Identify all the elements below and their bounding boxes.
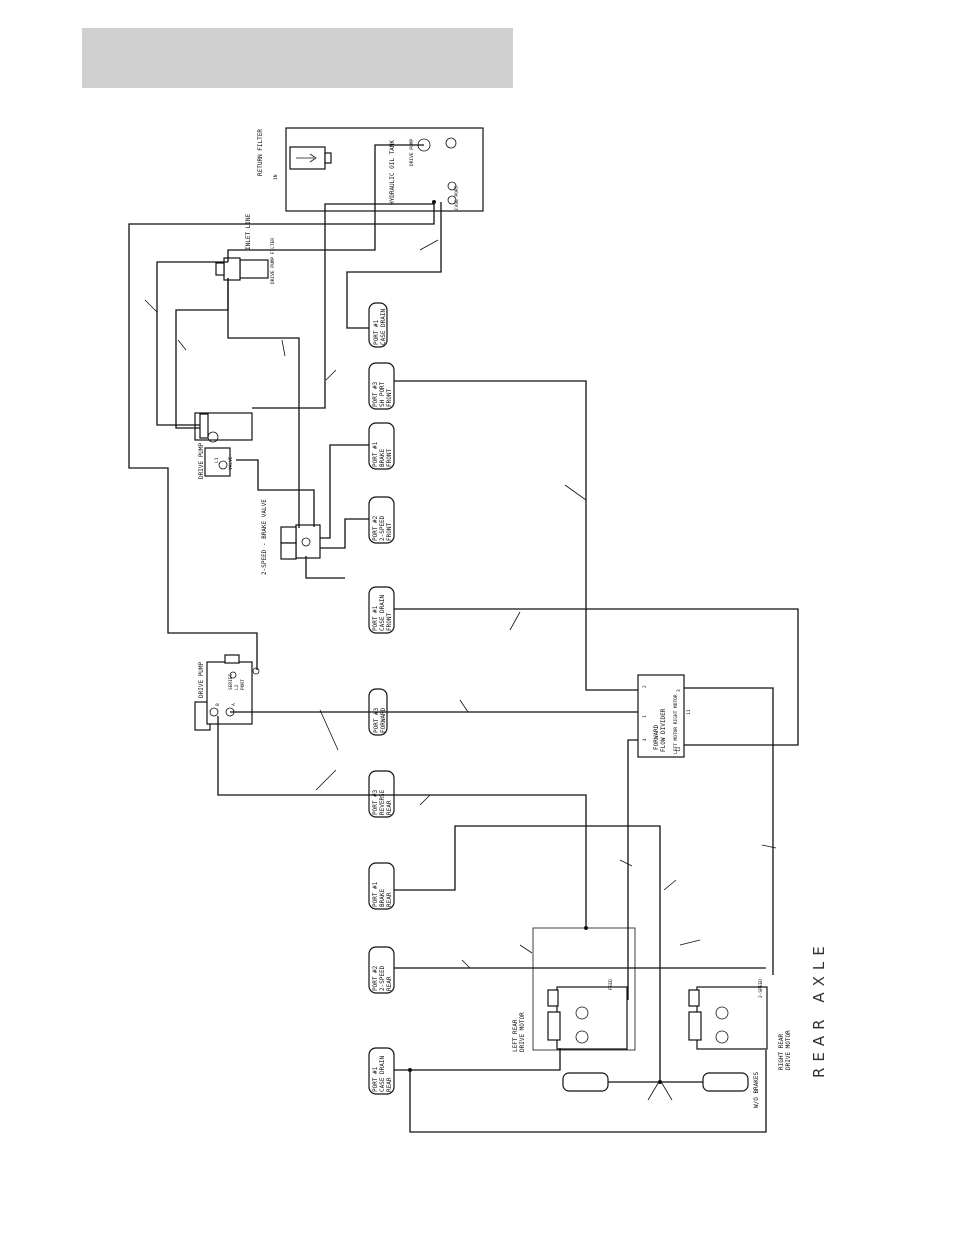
svg-text:PORT #1: PORT #1 (372, 605, 379, 631)
port-box-2speed-front: PORT #2 2-SPEED FRONT (368, 496, 395, 544)
svg-text:PORT #1: PORT #1 (372, 881, 379, 907)
svg-text:FRONT: FRONT (386, 523, 393, 541)
valve-label: 2-SPEED - BRAKE VALVE (261, 499, 268, 575)
port-box-2speed-rear: PORT #2 2-SPEED REAR (368, 946, 395, 994)
hydraulic-oil-tank: HYDRAULIC OIL TANK DRIVE PUMP CASE PORT (285, 127, 484, 212)
svg-text:PORT #3: PORT #3 (373, 707, 380, 733)
brakes: W/O BRAKES (562, 1071, 760, 1108)
svg-text:SH PORT: SH PORT (379, 381, 386, 407)
svg-text:LEFT MOTOR RIGHT MOTOR: LEFT MOTOR RIGHT MOTOR (673, 694, 679, 754)
svg-text:CASE DRAIN: CASE DRAIN (379, 594, 386, 631)
drive-filter-inlet: INLET LINE (245, 213, 252, 250)
lower-pump-s2: PORT (240, 679, 246, 690)
tank-label: HYDRAULIC OIL TANK (389, 140, 396, 205)
svg-text:FRONT: FRONT (386, 449, 393, 467)
svg-text:CASE DRAIN: CASE DRAIN (380, 308, 387, 345)
svg-text:1: 1 (642, 715, 648, 718)
svg-text:FEED: FEED (608, 979, 614, 990)
hydraulic-lines (128, 144, 799, 1133)
upper-pump-l1: L1 (214, 457, 220, 463)
two-speed-brake-valve: 2-SPEED - BRAKE VALVE (261, 499, 321, 575)
svg-text:REVERSE: REVERSE (379, 789, 386, 815)
lower-pump-l2: L2 (234, 684, 240, 690)
upper-pump-label: DRIVE PUMP (198, 442, 205, 479)
port-box-case-drain-front: PORT #1 CASE DRAIN FRONT (368, 586, 395, 634)
port-boxes: PORT #1 CASE DRAIN PORT #3 SH PORT FRONT… (368, 302, 395, 1095)
tank-case-port-label: CASE PORT (454, 185, 460, 210)
tank-drive-pump-label: DRIVE PUMP (409, 139, 415, 166)
svg-text:REAR: REAR (386, 892, 393, 907)
svg-text:REAR: REAR (386, 1077, 393, 1092)
svg-text:PORT #3: PORT #3 (372, 789, 379, 815)
svg-text:FORWARD: FORWARD (653, 724, 660, 750)
svg-text:PORT #2: PORT #2 (372, 965, 379, 991)
svg-text:DRIVE MOTOR: DRIVE MOTOR (519, 1012, 526, 1052)
svg-text:REAR: REAR (386, 800, 393, 815)
svg-text:11: 11 (686, 709, 692, 715)
upper-pump-valve-text: VALVE (228, 456, 234, 470)
port-box-case-drain-rear: PORT #1 CASE DRAIN REAR (368, 1047, 395, 1095)
svg-text:LEFT REAR: LEFT REAR (512, 1019, 519, 1052)
header-bar (82, 28, 513, 88)
return-filter-label: RETURN FILTER (257, 129, 264, 176)
lower-pump-a: A (231, 703, 237, 706)
port-box-brake-rear: PORT #1 BRAKE REAR (368, 862, 395, 910)
svg-text:3: 3 (676, 689, 682, 692)
svg-text:4: 4 (642, 738, 648, 741)
svg-text:DRIVE MOTOR: DRIVE MOTOR (785, 1030, 792, 1070)
right-rear-drive-motor: RIGHT REAR DRIVE MOTOR 2-SPEED (688, 979, 792, 1070)
svg-text:FLOW DIVIDER: FLOW DIVIDER (660, 708, 667, 752)
lower-drive-pump: DRIVE PUMP B A SERIES L2 PORT (194, 654, 260, 731)
return-filter-in: IN (273, 174, 279, 180)
rear-axle-label: REAR AXLE (810, 940, 828, 1078)
forward-flow-divider: FORWARD FLOW DIVIDER LEFT MOTOR RIGHT MO… (637, 674, 692, 758)
return-filter: RETURN FILTER IN (257, 129, 332, 180)
svg-text:PORT #1: PORT #1 (373, 319, 380, 345)
svg-text:FRONT: FRONT (386, 613, 393, 631)
svg-text:CASE DRAIN: CASE DRAIN (379, 1055, 386, 1092)
port-box-brake-front: PORT #1 BRAKE FRONT (368, 422, 395, 470)
port-box-reverse-rear: PORT #3 REVERSE REAR (368, 770, 395, 818)
svg-text:PORT #3: PORT #3 (372, 381, 379, 407)
lower-pump-s1: SERIES (228, 673, 234, 690)
svg-text:W/O BRAKES: W/O BRAKES (753, 1071, 760, 1108)
lower-pump-b: B (215, 703, 221, 706)
drive-pump-filter: INLET LINE DRIVE PUMP FILTER (215, 213, 276, 284)
svg-text:2-SPEED: 2-SPEED (379, 515, 386, 541)
svg-text:2-SPEED: 2-SPEED (379, 965, 386, 991)
svg-text:REAR: REAR (386, 976, 393, 991)
port-box-sh-port-front: PORT #3 SH PORT FRONT (368, 362, 395, 410)
svg-text:12: 12 (676, 746, 682, 752)
svg-text:PORT #2: PORT #2 (372, 515, 379, 541)
svg-text:FRONT: FRONT (386, 389, 393, 407)
svg-text:FORWARD: FORWARD (380, 707, 387, 733)
upper-drive-pump: DRIVE PUMP L1 VALVE (194, 412, 253, 479)
svg-text:PORT #1: PORT #1 (372, 441, 379, 467)
svg-text:2-SPEED: 2-SPEED (758, 979, 764, 998)
svg-text:PORT #1: PORT #1 (372, 1066, 379, 1092)
left-rear-drive-motor: LEFT REAR DRIVE MOTOR FEED (512, 927, 636, 1052)
svg-text:RIGHT REAR: RIGHT REAR (778, 1033, 785, 1070)
drive-filter-label: DRIVE PUMP FILTER (270, 238, 276, 284)
port-box-case-drain: PORT #1 CASE DRAIN (368, 302, 388, 348)
svg-text:2: 2 (642, 685, 648, 688)
lower-pump-label: DRIVE PUMP (198, 661, 205, 698)
svg-text:BRAKE: BRAKE (379, 889, 386, 907)
svg-text:BRAKE: BRAKE (379, 449, 386, 467)
